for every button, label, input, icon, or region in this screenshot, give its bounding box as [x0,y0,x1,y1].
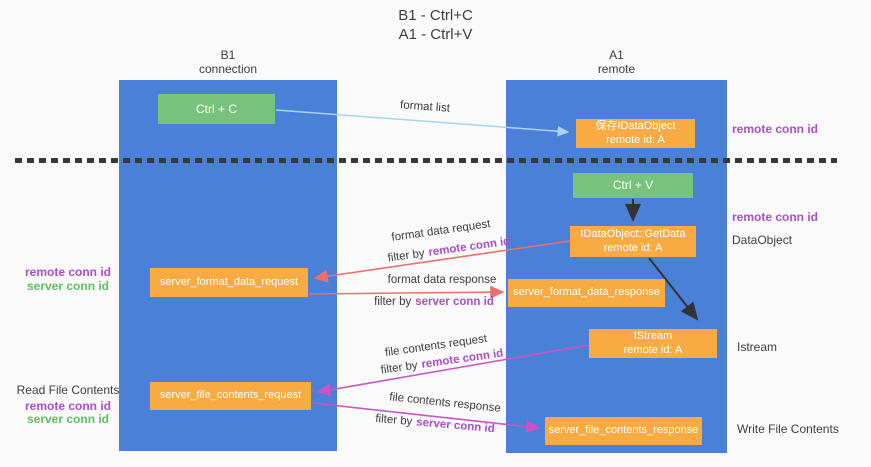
left-note-read-file-contents: Read File Contents [16,383,120,397]
lane-a1-subtitle: remote [597,62,636,76]
right-note-dataobject: DataObject [732,233,793,247]
server-file-contents-response-box: server_file_contents_response [545,417,702,445]
istream-line1: IStream [633,329,673,342]
title-line-1: B1 - Ctrl+C [398,7,473,24]
getdata-line2: remote id: A [603,241,663,254]
ctrl-v-box: Ctrl + V [573,173,693,198]
format-request-label: server_format_data_request [159,275,299,288]
istream-box: IStream remote id: A [589,329,717,358]
filter-by-text: filter by [387,247,426,265]
diagram-title: B1 - Ctrl+C A1 - Ctrl+V [0,6,871,44]
save-idataobject-line1: 保存IDataObject [595,119,676,132]
ctrl-c-label: Ctrl + C [195,101,237,116]
server-conn-id-text: server conn id [415,416,496,436]
lane-b1-name: B1 [220,48,236,62]
server-format-data-request-box: server_format_data_request [150,268,308,297]
filter-by-text: filter by [374,296,412,308]
ctrl-c-box: Ctrl + C [158,94,275,124]
istream-line2: remote id: A [623,343,683,356]
filter-by-text: filter by [380,359,419,377]
save-idataobject-line2: remote id: A [606,133,665,146]
getdata-line1: IDataObject::GetData [580,227,686,240]
format-list-label: format list [399,99,451,115]
filter-by-text: filter by [374,412,413,428]
ctrl-v-label: Ctrl + V [612,178,654,192]
title-line-2: A1 - Ctrl+V [398,26,473,43]
format-data-response-label: format data response [387,274,497,286]
right-note-istream: Istream [737,340,778,354]
format-response-label: server_format_data_response [513,286,660,299]
file-contents-response-label: file contents response [388,391,502,415]
left-note-remote-conn-id-1: remote conn id [24,265,111,279]
left-note-server-conn-id-1: server conn id [26,279,110,293]
right-note-remote-conn-id-2: remote conn id [732,210,819,224]
lane-header-a1: A1 remote [506,48,727,76]
format-data-response-arrow [308,285,505,299]
server-conn-id-text: server conn id [415,296,494,308]
lane-header-b1: B1 connection [119,48,337,76]
server-format-data-response-box: server_format_data_response [508,279,665,307]
dashed-divider-line [15,158,837,163]
file-response-label: server_file_contents_response [548,424,699,437]
right-note-write-file-contents: Write File Contents [737,422,839,436]
lane-b1-subtitle: connection [198,62,258,76]
server-file-contents-request-box: server_file_contents_request [150,382,311,410]
idataobject-getdata-box: IDataObject::GetData remote id: A [570,226,696,257]
right-note-remote-conn-id-1: remote conn id [732,122,819,136]
left-note-server-conn-id-2: server conn id [26,412,110,426]
left-note-remote-conn-id-2: remote conn id [24,399,111,413]
save-idataobject-box: 保存IDataObject remote id: A [576,119,695,148]
remote-conn-id-text: remote conn id [427,235,511,259]
file-request-label: server_file_contents_request [159,389,302,402]
lane-a1-name: A1 [609,48,624,62]
